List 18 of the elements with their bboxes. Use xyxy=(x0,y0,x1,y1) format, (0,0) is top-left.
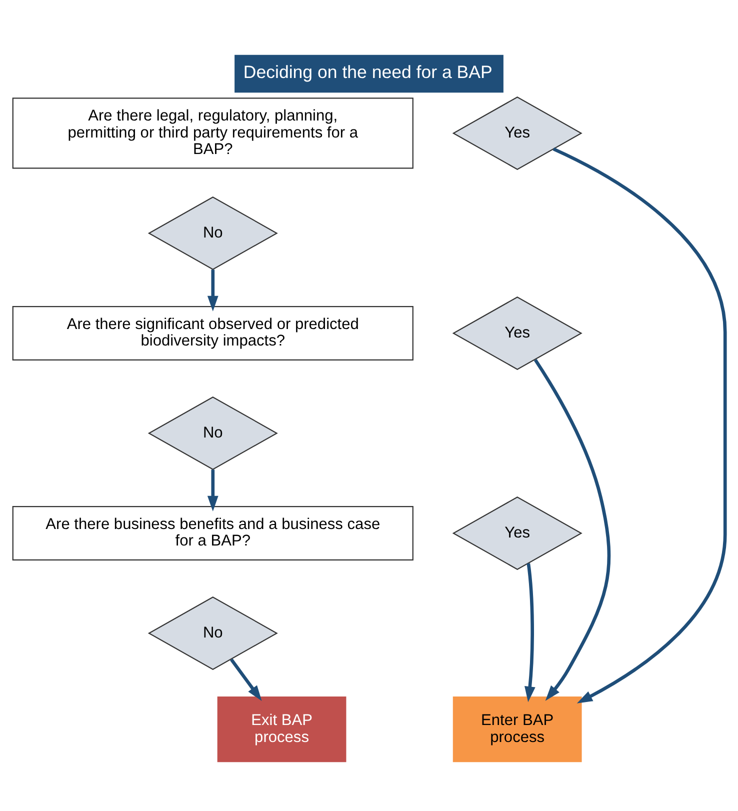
node-diamond: Yes xyxy=(452,296,582,370)
arrow xyxy=(207,469,218,511)
node-box: Enter BAP process xyxy=(452,696,582,762)
arrow xyxy=(524,562,536,702)
node-box: Are there legal, regulatory, planning, permitting or third party requirements for a BAP? xyxy=(12,97,414,168)
node-box: Are there business benefits and a business case for a BAP? xyxy=(12,506,414,560)
arrow xyxy=(552,146,727,703)
node-diamond: No xyxy=(148,596,278,670)
arrow xyxy=(534,358,611,700)
diagram-title: Deciding on the need for a BAP xyxy=(243,62,492,82)
node-diamond: Yes xyxy=(452,496,582,570)
node-diamond: Yes xyxy=(452,96,582,170)
node-box: Exit BAP process xyxy=(217,696,346,762)
node-box: Are there significant observed or predicted biodiversity impacts? xyxy=(12,306,414,360)
node-diamond: No xyxy=(148,396,278,470)
node-diamond: No xyxy=(148,196,278,270)
arrow xyxy=(230,658,262,701)
arrow xyxy=(207,269,218,311)
